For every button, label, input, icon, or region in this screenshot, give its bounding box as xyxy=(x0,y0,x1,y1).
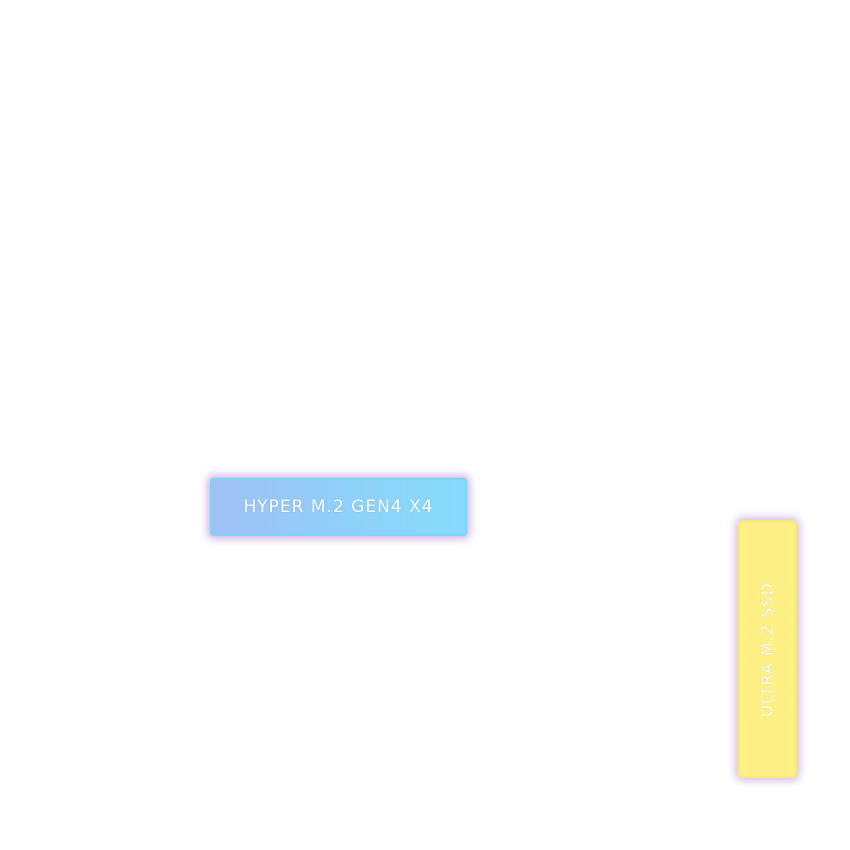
ultra-m2-label: ULTRA M.2 SSD xyxy=(758,581,778,717)
hyper-m2-card[interactable]: HYPER M.2 GEN4 X4 xyxy=(210,478,467,536)
hyper-m2-label: HYPER M.2 GEN4 X4 xyxy=(243,497,434,517)
ultra-m2-card[interactable]: ULTRA M.2 SSD xyxy=(738,520,797,778)
